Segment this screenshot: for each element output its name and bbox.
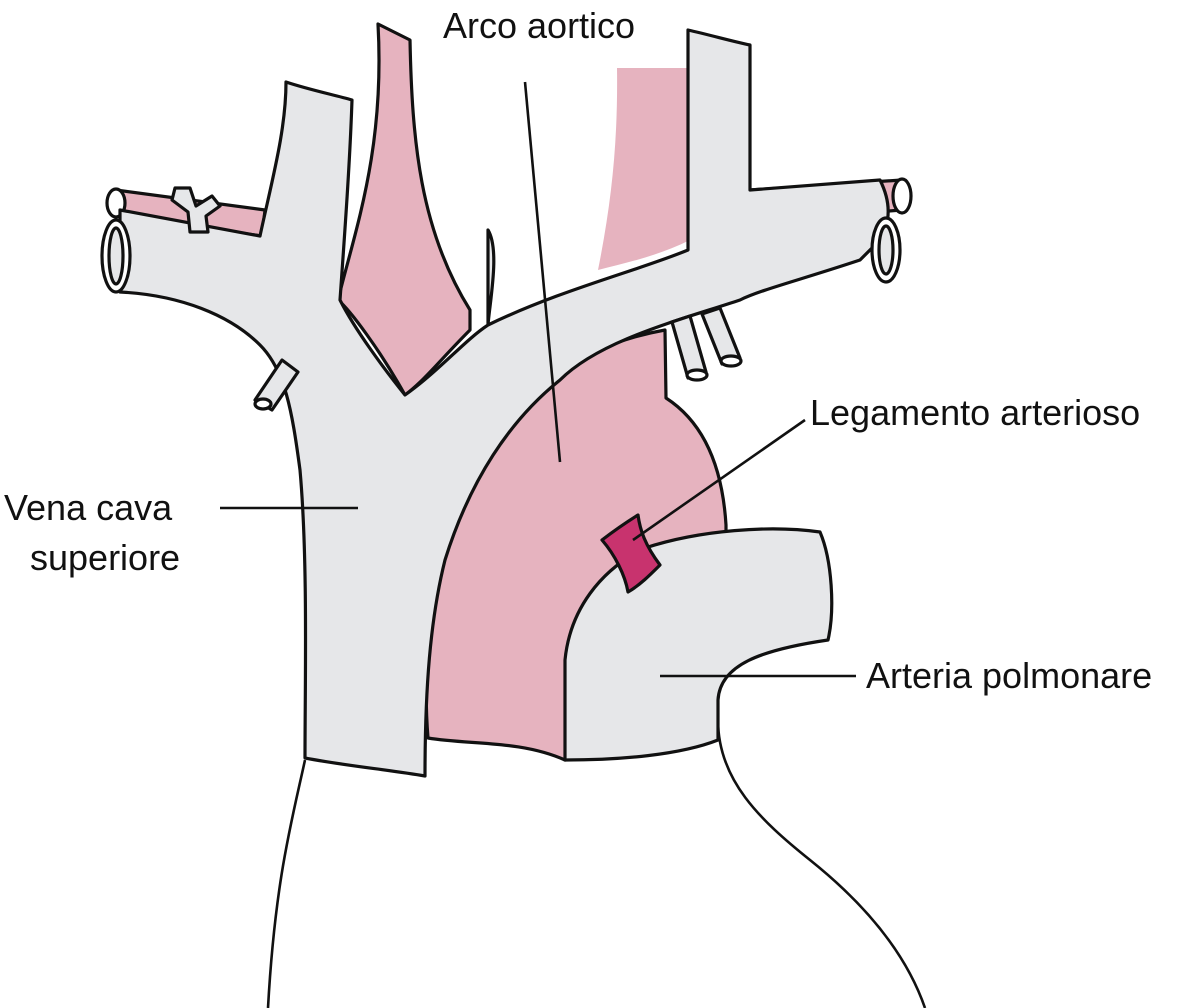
label-svc-line2: superiore — [30, 537, 180, 578]
label-aortic-arch: Arco aortico — [443, 5, 635, 46]
leader-aortic-arch — [523, 81, 562, 463]
small-tributary-top — [170, 186, 222, 234]
right-carotid-artery — [598, 68, 690, 270]
left-vein-opening-inner — [107, 226, 125, 286]
heart-outline — [266, 759, 307, 1008]
right-subclavian-artery-end — [891, 177, 913, 215]
heart-outline-right — [716, 719, 927, 1008]
right-vein-opening-inner — [877, 224, 895, 276]
leader-ligament — [632, 418, 806, 542]
small-tributary-right-1 — [670, 314, 708, 380]
small-tributary-right-2-end — [719, 354, 743, 368]
superior-vena-cava — [118, 28, 890, 778]
ligamentum-arteriosum — [600, 513, 662, 594]
small-tributary-left-end — [253, 397, 273, 411]
small-tributary-right-1-end — [685, 368, 709, 382]
vein-group — [100, 28, 902, 778]
label-pulmonary-artery: Arteria polmonare — [866, 655, 1152, 696]
label-svc-line1: Vena cava — [4, 487, 173, 528]
label-ligament: Legamento arterioso — [810, 392, 1140, 433]
